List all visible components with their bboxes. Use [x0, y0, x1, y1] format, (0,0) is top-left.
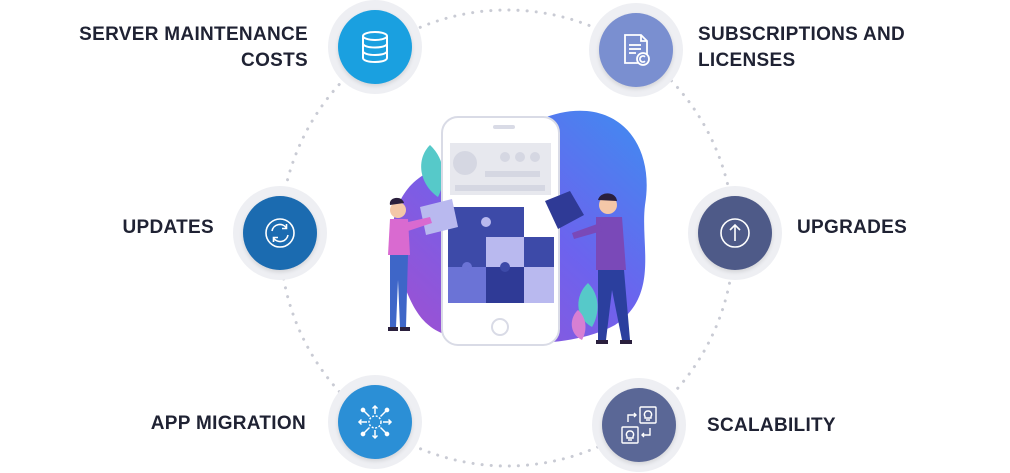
- leaf-left: [421, 145, 444, 197]
- updates-disc: [243, 196, 317, 270]
- leaf-right: [578, 283, 598, 327]
- updates-label: UPDATES: [122, 217, 214, 238]
- woman-head: [390, 202, 406, 218]
- center-illustration: [388, 110, 647, 346]
- upgrades-disc: [698, 196, 772, 270]
- upgrades-node: [688, 186, 782, 280]
- scalability-disc: [602, 388, 676, 462]
- app-migration-disc: [338, 385, 412, 459]
- scalability-node: [592, 378, 686, 472]
- subscriptions-disc: [599, 13, 673, 87]
- refresh-icon: [265, 218, 295, 248]
- migration-hub-icon: [357, 404, 393, 440]
- upgrades-label: UPGRADES: [797, 217, 908, 238]
- subscriptions-node: [589, 3, 683, 97]
- server-maintenance-node: [328, 0, 422, 94]
- subscriptions-label-line1: SUBSCRIPTIONS AND: [698, 24, 906, 45]
- scalability-bulb-icon: [621, 406, 657, 444]
- scalability-label: SCALABILITY: [707, 415, 836, 436]
- subscriptions-label-line2: LICENSES: [698, 50, 796, 71]
- arrow-up-icon: [720, 218, 750, 248]
- server-maintenance-label-line2: COSTS: [241, 50, 308, 71]
- server-maintenance-disc: [338, 10, 412, 84]
- server-maintenance-label-line1: SERVER MAINTENANCE: [79, 24, 308, 45]
- subscriptions-label: SUBSCRIPTIONS AND LICENSES: [698, 22, 905, 74]
- license-document-icon: [624, 34, 650, 66]
- database-icon: [362, 31, 388, 64]
- updates-node: [233, 186, 327, 280]
- app-migration-label: APP MIGRATION: [150, 413, 306, 434]
- server-maintenance-label: SERVER MAINTENANCE COSTS: [78, 22, 308, 74]
- app-migration-node: [328, 375, 422, 469]
